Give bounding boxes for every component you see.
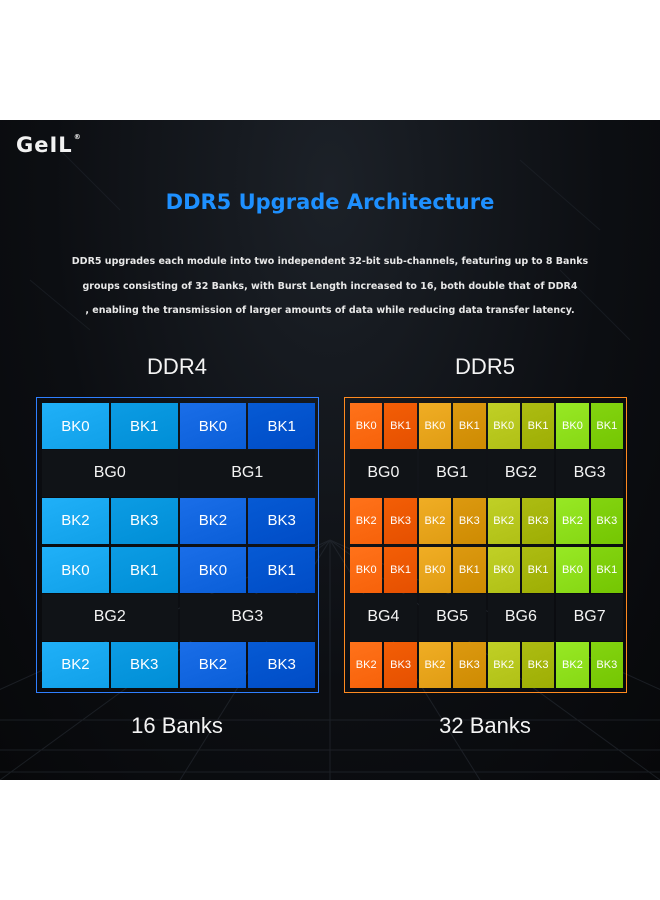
bank-cell: BK0 <box>179 403 247 450</box>
bank-cell: BK0 <box>42 403 109 450</box>
ddr4-label: DDR4 <box>147 354 207 379</box>
description-line-3: , enabling the transmission of larger am… <box>85 305 575 316</box>
bank-cell: BK1 <box>521 547 555 594</box>
bank-cell: BK3 <box>453 497 486 544</box>
brand-name: GeIL <box>16 133 73 157</box>
bank-group-label: BG5 <box>418 594 486 641</box>
bank-cell: BK2 <box>350 641 383 688</box>
ddr4-bank-count: 16 Banks <box>131 713 223 738</box>
bank-cell: BK3 <box>453 641 486 688</box>
bank-cell: BK1 <box>384 403 417 450</box>
bank-cell: BK3 <box>248 641 315 688</box>
bank-cell: BK1 <box>521 403 555 450</box>
bank-group-label: BG0 <box>350 450 417 497</box>
bank-cell: BK0 <box>350 403 383 450</box>
bank-cell: BK3 <box>384 641 417 688</box>
bank-cell: BK0 <box>42 547 109 594</box>
description-line-2: groups consisting of 32 Banks, with Burs… <box>82 281 578 292</box>
bank-cell: BK1 <box>590 403 623 450</box>
ddr5-label: DDR5 <box>455 354 515 379</box>
bank-cell: BK2 <box>556 497 589 544</box>
bank-group-label: BG1 <box>418 450 486 497</box>
bank-cell: BK1 <box>248 403 315 450</box>
bank-cell: BK1 <box>453 547 486 594</box>
bank-group-label: BG4 <box>350 594 417 641</box>
bank-cell: BK2 <box>487 497 520 544</box>
bank-cell: BK3 <box>248 497 315 544</box>
bank-group-label: BG7 <box>556 594 623 641</box>
bank-cell: BK0 <box>350 547 383 594</box>
bank-cell: BK2 <box>179 497 247 544</box>
bank-group-label: BG0 <box>42 450 178 497</box>
brand-logo: GeIL® <box>16 133 81 157</box>
bank-cell: BK0 <box>418 403 452 450</box>
bank-cell: BK1 <box>248 547 315 594</box>
registered-mark: ® <box>73 133 81 141</box>
bank-cell: BK0 <box>556 547 589 594</box>
bank-cell: BK3 <box>521 641 555 688</box>
page-title: DDR5 Upgrade Architecture <box>165 190 495 214</box>
bank-cell: BK1 <box>384 547 417 594</box>
bank-cell: BK2 <box>556 641 589 688</box>
bank-cell: BK2 <box>418 641 452 688</box>
bank-cell: BK2 <box>418 497 452 544</box>
bank-cell: BK3 <box>384 497 417 544</box>
bank-cell: BK3 <box>590 641 623 688</box>
bank-group-label: BG2 <box>42 594 178 641</box>
bank-cell: BK2 <box>487 641 520 688</box>
bank-cell: BK2 <box>42 641 109 688</box>
bank-cell: BK2 <box>350 497 383 544</box>
bank-cell: BK3 <box>590 497 623 544</box>
bank-cell: BK2 <box>179 641 247 688</box>
ddr5-bank-count: 32 Banks <box>439 713 531 738</box>
bank-cell: BK3 <box>110 641 178 688</box>
bank-cell: BK1 <box>110 547 178 594</box>
bank-cell: BK0 <box>487 403 520 450</box>
bank-cell: BK2 <box>42 497 109 544</box>
bank-group-label: BG3 <box>179 594 315 641</box>
bank-cell: BK0 <box>556 403 589 450</box>
bank-group-label: BG3 <box>556 450 623 497</box>
bank-cell: BK0 <box>179 547 247 594</box>
bank-cell: BK3 <box>521 497 555 544</box>
description-line-1: DDR5 upgrades each module into two indep… <box>71 256 589 267</box>
bank-cell: BK1 <box>590 547 623 594</box>
bank-cell: BK3 <box>110 497 178 544</box>
architecture-panel: GeIL® DDR5 Upgrade Architecture DDR5 upg… <box>0 120 660 780</box>
bank-cell: BK0 <box>418 547 452 594</box>
bank-group-label: BG2 <box>487 450 555 497</box>
bank-cell: BK0 <box>487 547 520 594</box>
bank-group-label: BG6 <box>487 594 555 641</box>
bank-group-label: BG1 <box>179 450 315 497</box>
bank-cell: BK1 <box>453 403 486 450</box>
bank-cell: BK1 <box>110 403 178 450</box>
